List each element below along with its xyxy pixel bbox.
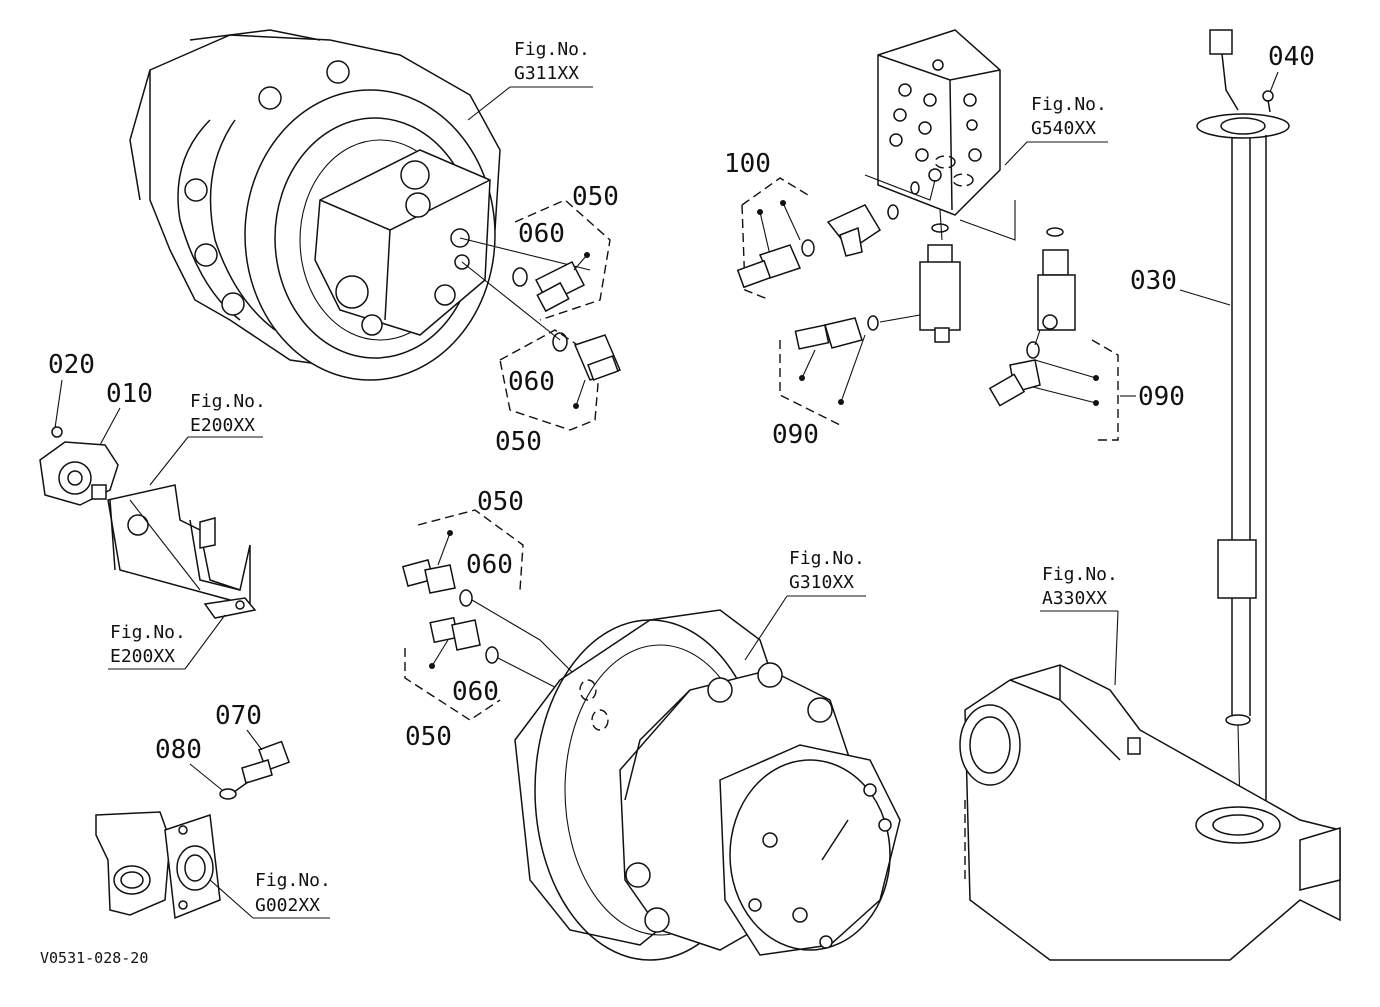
fuel-tank xyxy=(959,664,1341,961)
fig-ref-g540: G540XX xyxy=(1031,118,1096,139)
part-number-070: 070 xyxy=(215,701,262,731)
travel-motor-bottom xyxy=(514,609,901,961)
fig-ref-g311: G311XX xyxy=(514,63,579,84)
fuel-level-sensor xyxy=(1196,29,1290,820)
leader-lines xyxy=(54,71,1279,919)
part-number-050-bottom-top: 050 xyxy=(477,487,524,517)
speed-sensor-assembly xyxy=(39,426,257,619)
fig-caption: Fig.No. xyxy=(1031,94,1107,115)
fig-ref-e200-bottom: E200XX xyxy=(110,646,175,667)
control-valve-block xyxy=(801,29,1076,346)
sensor-kit-090-right xyxy=(988,339,1119,441)
label-fig-g311: Fig.No. G311XX xyxy=(514,39,590,84)
part-number-060-top-b: 060 xyxy=(508,367,555,397)
part-number-050-top-left: 050 xyxy=(495,427,542,457)
part-number-050-bottom-bottom: 050 xyxy=(405,722,452,752)
fig-ref-e200-top: E200XX xyxy=(190,415,255,436)
part-number-010: 010 xyxy=(106,379,153,409)
travel-motor-top xyxy=(129,29,591,381)
part-number-090-right: 090 xyxy=(1138,382,1185,412)
part-number-060-bottom-b: 060 xyxy=(452,677,499,707)
label-fig-a330: Fig.No. A330XX xyxy=(1042,564,1118,609)
fig-caption: Fig.No. xyxy=(255,870,331,891)
fig-ref-g310: G310XX xyxy=(789,572,854,593)
fig-caption: Fig.No. xyxy=(110,622,186,643)
label-fig-g002: Fig.No. G002XX xyxy=(255,870,331,916)
label-fig-e200-top: Fig.No. E200XX xyxy=(190,391,266,436)
part-number-020: 020 xyxy=(48,350,95,380)
label-fig-g310: Fig.No. G310XX xyxy=(789,548,865,593)
part-number-060-top-a: 060 xyxy=(518,219,565,249)
sensor-kit-100 xyxy=(736,177,809,301)
sensor-kit-090-left xyxy=(779,315,879,426)
label-fig-g540: Fig.No. G540XX xyxy=(1031,94,1107,139)
part-number-100: 100 xyxy=(724,149,771,179)
part-number-030: 030 xyxy=(1130,266,1177,296)
part-number-060-bottom-a: 060 xyxy=(466,550,513,580)
part-number-080: 080 xyxy=(155,735,202,765)
temperature-sensor-assembly xyxy=(95,740,290,920)
fig-caption: Fig.No. xyxy=(190,391,266,412)
part-number-040: 040 xyxy=(1268,42,1315,72)
sensor-kit-top-left xyxy=(499,199,622,431)
fig-caption: Fig.No. xyxy=(514,39,590,60)
part-number-090-left: 090 xyxy=(772,420,819,450)
label-fig-e200-bottom: Fig.No. E200XX xyxy=(110,622,186,667)
fig-ref-a330: A330XX xyxy=(1042,588,1107,609)
drawing-code: V0531-028-20 xyxy=(40,949,148,967)
fig-caption: Fig.No. xyxy=(1042,564,1118,585)
fig-caption: Fig.No. xyxy=(789,548,865,569)
part-number-050-top-right: 050 xyxy=(572,182,619,212)
fig-ref-g002: G002XX xyxy=(255,895,320,916)
